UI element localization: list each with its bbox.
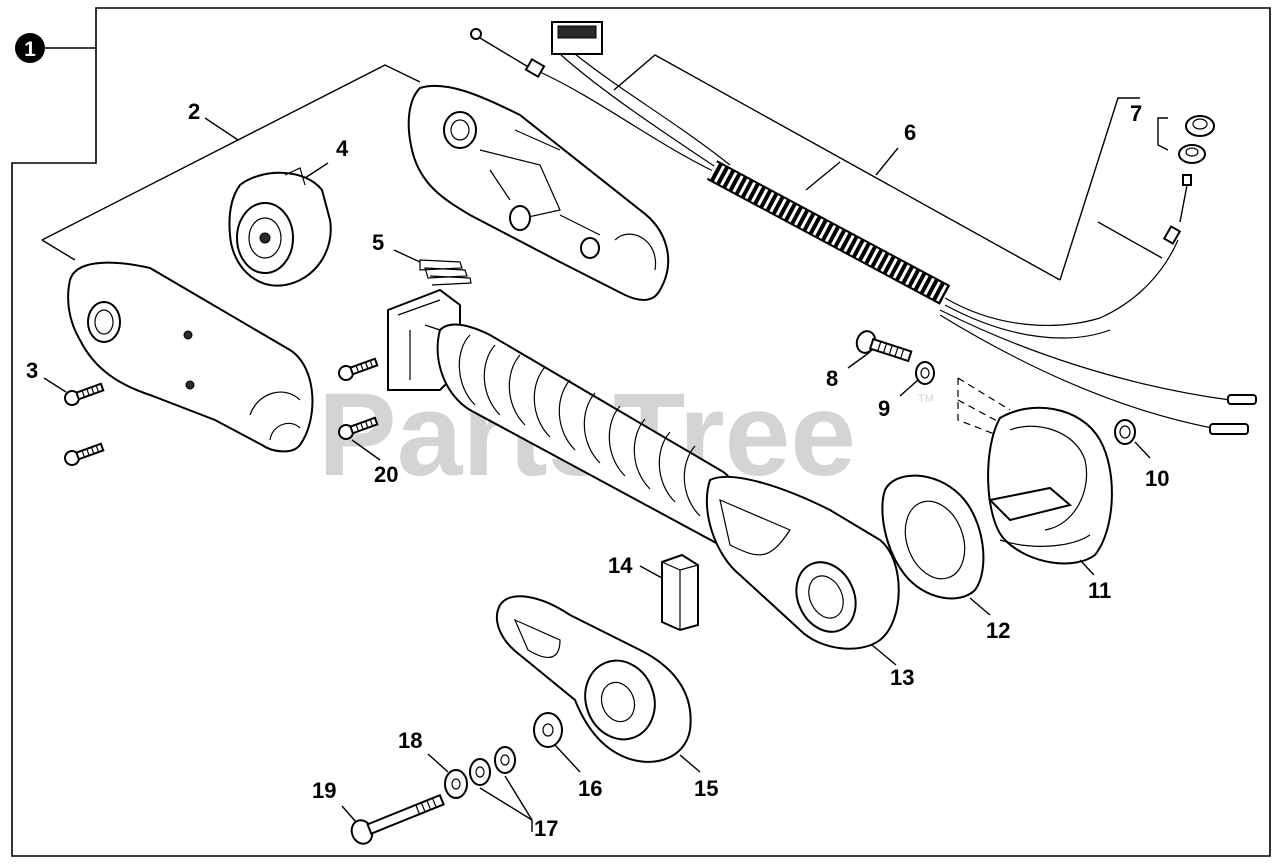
callout-17[interactable]: 17 bbox=[534, 816, 558, 841]
watermark-trademark: TM bbox=[918, 393, 934, 405]
callout-11[interactable]: 11 bbox=[1088, 578, 1111, 603]
callout-16[interactable]: 16 bbox=[578, 776, 602, 801]
callout-3[interactable]: 3 bbox=[26, 358, 38, 383]
part-11-grip-cover[interactable] bbox=[987, 406, 1113, 565]
part-4-switch[interactable] bbox=[228, 167, 332, 287]
svg-text:1: 1 bbox=[24, 38, 36, 61]
part-6-throttle-cable[interactable] bbox=[470, 21, 1257, 435]
callout-13[interactable]: 13 bbox=[890, 665, 914, 690]
callout-19[interactable]: 19 bbox=[312, 778, 336, 803]
part-14-block[interactable] bbox=[661, 553, 699, 632]
callout-4[interactable]: 4 bbox=[336, 136, 349, 161]
callout-10[interactable]: 10 bbox=[1145, 466, 1169, 491]
part-3-screws[interactable] bbox=[43, 377, 105, 467]
callout-14[interactable]: 14 bbox=[608, 553, 633, 578]
callout-20[interactable]: 20 bbox=[374, 462, 398, 487]
part-9-washer[interactable] bbox=[915, 361, 935, 385]
part-5-clip[interactable] bbox=[419, 259, 472, 286]
part-13-handle-grip[interactable] bbox=[387, 288, 900, 650]
callout-12[interactable]: 12 bbox=[986, 618, 1010, 643]
part-17-washers[interactable] bbox=[469, 746, 516, 786]
callout-15[interactable]: 15 bbox=[694, 776, 718, 801]
part-7-nuts[interactable] bbox=[1178, 115, 1215, 164]
callout-6[interactable]: 6 bbox=[904, 120, 916, 145]
callout-7[interactable]: 7 bbox=[1130, 101, 1142, 126]
callout-8[interactable]: 8 bbox=[826, 366, 838, 391]
part-10-nut[interactable] bbox=[1114, 419, 1136, 445]
assembly-badge[interactable]: 1 bbox=[15, 33, 45, 63]
part-2-left-cover[interactable] bbox=[67, 261, 314, 453]
part-2-right-housing[interactable] bbox=[407, 84, 670, 301]
part-20-screws[interactable] bbox=[337, 355, 379, 440]
callout-5[interactable]: 5 bbox=[372, 230, 384, 255]
part-19-bolt[interactable] bbox=[348, 789, 446, 847]
part-16-washer[interactable] bbox=[533, 712, 563, 748]
part-12-gasket[interactable] bbox=[881, 474, 985, 600]
diagram-frame bbox=[11, 7, 1271, 857]
callout-2[interactable]: 2 bbox=[188, 99, 200, 124]
callout-9[interactable]: 9 bbox=[878, 396, 890, 421]
callout-18[interactable]: 18 bbox=[398, 728, 422, 753]
part-18-washer[interactable] bbox=[444, 769, 468, 799]
part-8-bolt[interactable] bbox=[854, 329, 913, 367]
part-15-lever[interactable] bbox=[495, 595, 692, 763]
